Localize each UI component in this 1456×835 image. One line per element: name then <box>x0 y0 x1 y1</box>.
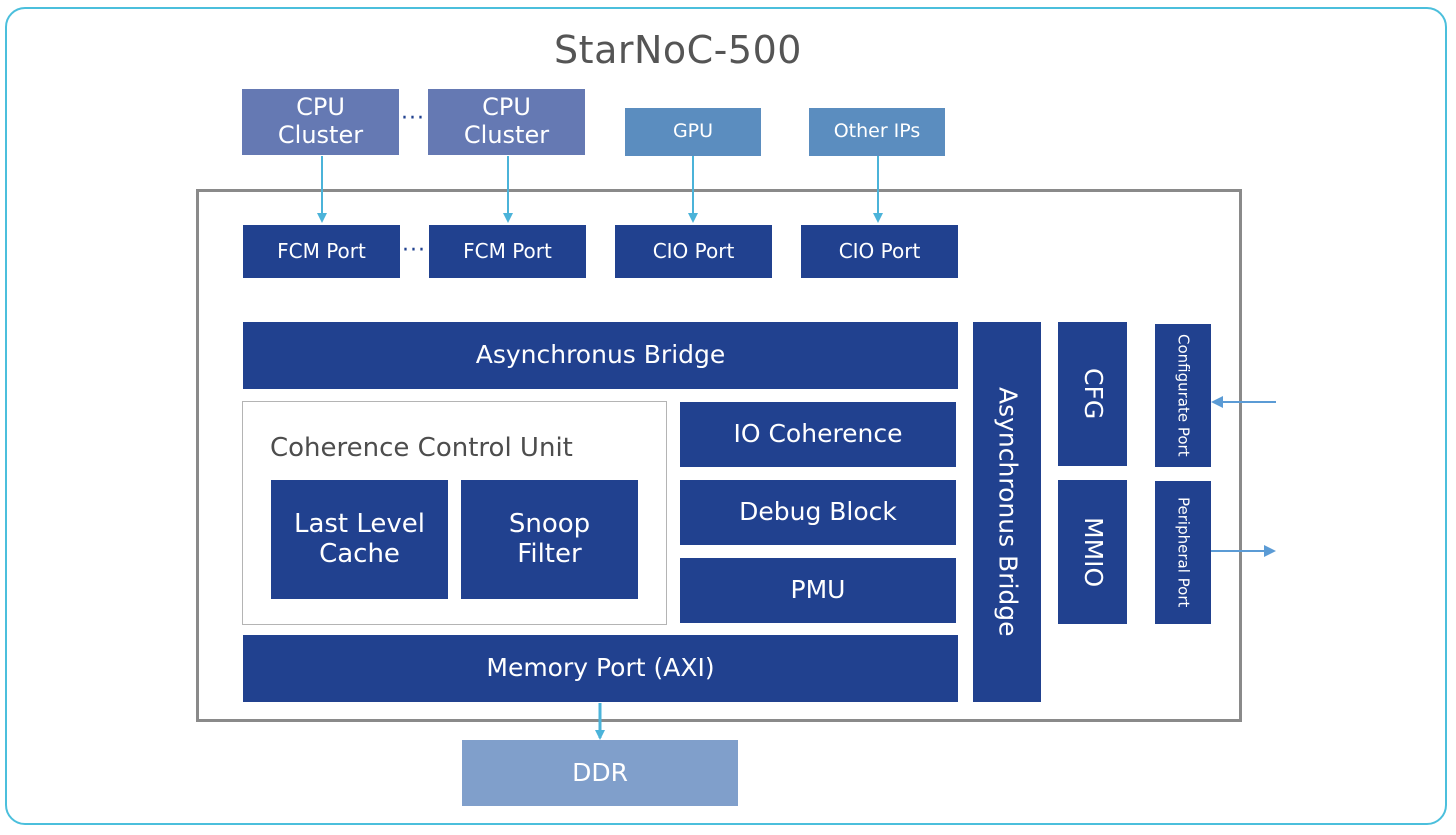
async-bridge-horizontal-label: Asynchronus Bridge <box>475 340 726 370</box>
coherence-control-unit-label: Coherence Control Unit <box>270 433 573 463</box>
io-coherence-label: IO Coherence <box>733 419 903 449</box>
cfg-label: CFG <box>1078 368 1108 420</box>
snoop-filter: Snoop Filter <box>461 480 638 599</box>
peripheral-port: Peripheral Port <box>1155 481 1211 624</box>
outer-frame <box>5 7 1447 825</box>
cpu-cluster-2: CPU Cluster <box>428 89 585 155</box>
async-bridge-vertical-label: Asynchronus Bridge <box>993 387 1023 637</box>
gpu-block: GPU <box>625 108 761 156</box>
other-ips-label: Other IPs <box>833 120 921 143</box>
mmio-block: MMIO <box>1058 480 1127 624</box>
io-coherence: IO Coherence <box>680 402 956 467</box>
cio-port-2-label: CIO Port <box>838 239 921 263</box>
cio-port-1-label: CIO Port <box>652 239 735 263</box>
coherence-control-unit <box>242 401 667 625</box>
memory-port: Memory Port (AXI) <box>243 635 958 702</box>
mmio-label: MMIO <box>1078 516 1108 588</box>
pmu-label: PMU <box>790 575 846 605</box>
ddr-label: DDR <box>572 757 628 787</box>
snoop-filter-label: Snoop Filter <box>508 508 591 569</box>
async-bridge-vertical: Asynchronus Bridge <box>973 322 1041 702</box>
pmu: PMU <box>680 558 956 623</box>
cio-port-2: CIO Port <box>801 225 958 278</box>
cpu-cluster-2-label: CPU Cluster <box>463 93 550 149</box>
fcm-port-1: FCM Port <box>243 225 400 278</box>
cpu-cluster-1-label: CPU Cluster <box>277 93 364 149</box>
memory-port-label: Memory Port (AXI) <box>486 653 715 683</box>
async-bridge-horizontal: Asynchronus Bridge <box>243 322 958 389</box>
last-level-cache: Last Level Cache <box>271 480 448 599</box>
fcm-port-2: FCM Port <box>429 225 586 278</box>
last-level-cache-label: Last Level Cache <box>293 508 426 569</box>
debug-block-label: Debug Block <box>739 497 897 527</box>
cpu-cluster-1: CPU Cluster <box>242 89 399 155</box>
debug-block: Debug Block <box>680 480 956 545</box>
cio-port-1: CIO Port <box>615 225 772 278</box>
other-ips-block: Other IPs <box>809 108 945 156</box>
configurate-port: Configurate Port <box>1155 324 1211 467</box>
diagram-title: StarNoC-500 <box>554 28 802 72</box>
ellipsis-top: ··· <box>401 106 425 131</box>
cfg-block: CFG <box>1058 322 1127 466</box>
fcm-port-2-label: FCM Port <box>463 239 552 263</box>
peripheral-port-label: Peripheral Port <box>1174 497 1193 608</box>
fcm-port-1-label: FCM Port <box>277 239 366 263</box>
ddr-block: DDR <box>462 740 738 806</box>
gpu-label: GPU <box>672 120 714 143</box>
noc-boundary <box>196 189 1242 722</box>
ellipsis-ports: ··· <box>402 238 426 263</box>
configurate-port-label: Configurate Port <box>1174 334 1193 457</box>
